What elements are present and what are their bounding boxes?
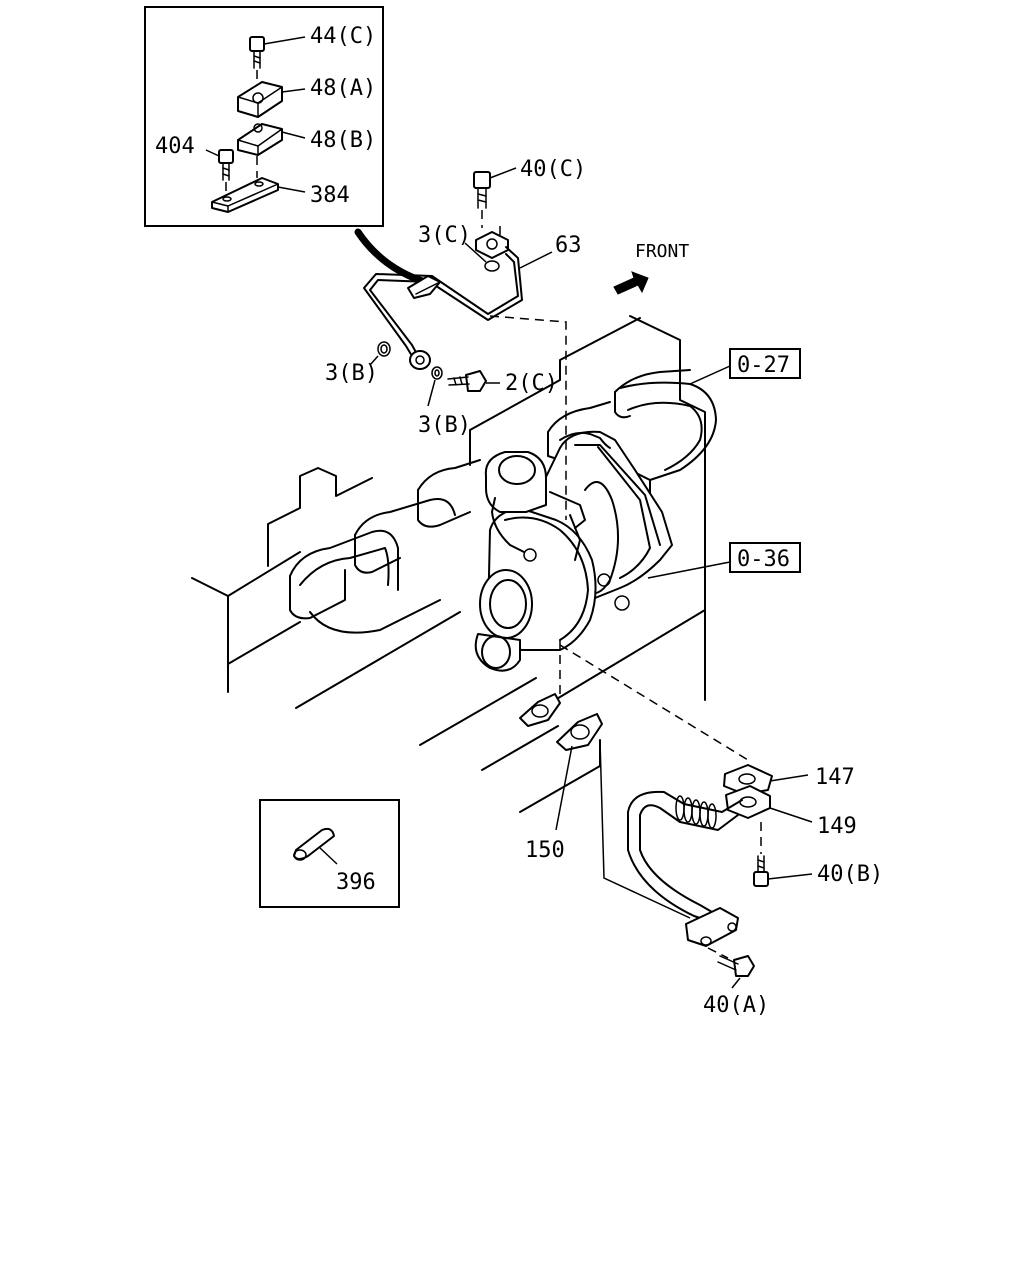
engine-block-outline: [191, 315, 717, 813]
bolt-404-drawing: [218, 149, 234, 196]
label-396: 396: [336, 870, 376, 895]
label-40a: 40(A): [703, 993, 769, 1018]
label-2c: 2(C): [505, 371, 558, 396]
clamp-48b-drawing: [237, 123, 283, 178]
ref-036-label: 0-36: [737, 547, 790, 572]
clamp-48a-drawing: [237, 81, 283, 118]
clamp-detail-inset: 44(C) 48(A) 48(B) 404 384: [144, 6, 384, 227]
label-3b-left: 3(B): [325, 361, 378, 386]
label-48a: 48(A): [310, 76, 376, 101]
bracket-384-drawing: [211, 177, 279, 213]
label-44c: 44(C): [310, 24, 376, 49]
label-40b: 40(B): [817, 862, 883, 887]
label-404: 404: [155, 134, 195, 159]
label-150: 150: [525, 838, 565, 863]
oil-return-assembly-drawing: [519, 640, 773, 977]
label-63: 63: [555, 233, 582, 258]
turbocharger-drawing: [474, 430, 673, 672]
label-3b-lower: 3(B): [418, 413, 471, 438]
label-40c: 40(C): [520, 157, 586, 182]
ref-box-027[interactable]: 0-27: [729, 348, 801, 379]
label-384: 384: [310, 183, 350, 208]
ref-box-036[interactable]: 0-36: [729, 542, 801, 573]
front-label: FRONT: [635, 241, 689, 262]
front-direction-indicator: FRONT: [613, 241, 689, 295]
oil-feed-pipe-63-drawing: [363, 171, 567, 520]
label-147: 147: [815, 765, 855, 790]
spacer-396-inset: 396: [259, 799, 400, 908]
label-48b: 48(B): [310, 128, 376, 153]
detail-callout-arrow: [354, 228, 429, 286]
label-3c: 3(C): [418, 223, 471, 248]
front-arrow-icon: [613, 271, 649, 295]
label-149: 149: [817, 814, 857, 839]
ref-027-label: 0-27: [737, 353, 790, 378]
